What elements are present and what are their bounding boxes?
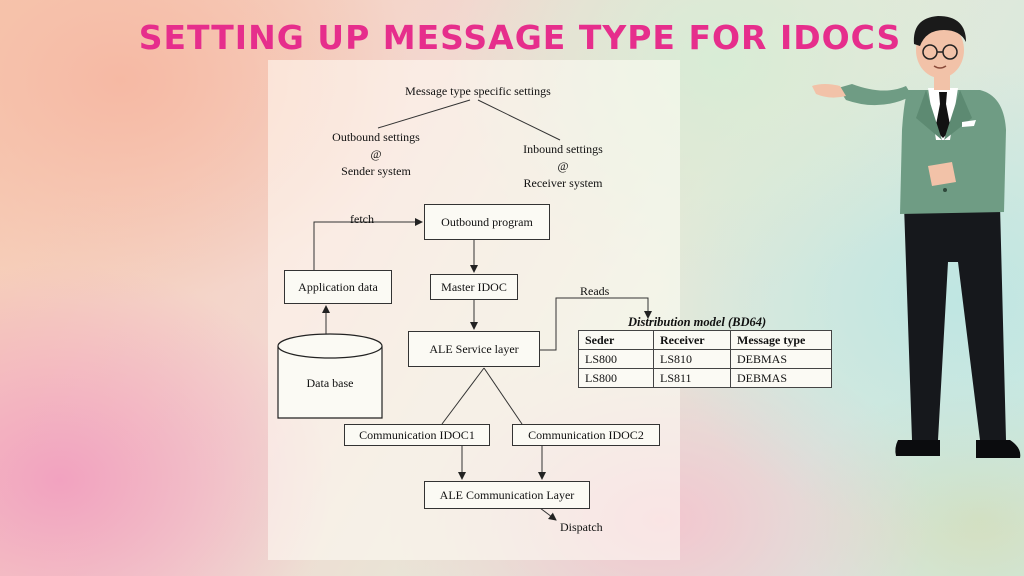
communication-idoc2-label: Communication IDOC2 bbox=[528, 427, 644, 442]
ale-communication-layer-label: ALE Communication Layer bbox=[439, 487, 575, 502]
root-label: Message type specific settings bbox=[405, 84, 551, 98]
application-data-label: Application data bbox=[298, 279, 378, 294]
ale-service-layer-label: ALE Service layer bbox=[429, 341, 519, 356]
application-data-box: Application data bbox=[284, 270, 392, 304]
inbound-settings-line3: Receiver system bbox=[523, 176, 603, 190]
outbound-settings-line3: Sender system bbox=[341, 164, 411, 178]
inbound-settings-line1: Inbound settings bbox=[523, 142, 603, 156]
distribution-model-table: Seder Receiver Message type LS800 LS810 … bbox=[578, 330, 832, 388]
communication-idoc1-box: Communication IDOC1 bbox=[344, 424, 490, 446]
ale-communication-layer-box: ALE Communication Layer bbox=[424, 481, 590, 509]
outbound-settings-line1: Outbound settings bbox=[332, 130, 420, 144]
dispatch-arrow bbox=[539, 507, 557, 521]
ale-service-layer-box: ALE Service layer bbox=[408, 331, 540, 367]
table-cell: LS800 bbox=[578, 368, 654, 388]
table-row: LS800 LS811 DEBMAS bbox=[578, 368, 832, 388]
master-idoc-box: Master IDOC bbox=[430, 274, 518, 300]
branch-line-inbound bbox=[477, 99, 561, 141]
database-cylinder bbox=[277, 333, 383, 419]
database-label: Data base bbox=[306, 376, 354, 390]
outbound-program-box: Outbound program bbox=[424, 204, 550, 240]
dispatch-label: Dispatch bbox=[560, 520, 603, 534]
page-title: SETTING UP MESSAGE TYPE FOR IDOCS bbox=[138, 18, 902, 57]
inbound-settings-line2: @ bbox=[557, 159, 569, 173]
fetch-label: fetch bbox=[350, 212, 374, 226]
split-line-left bbox=[441, 367, 485, 425]
reads-arrow bbox=[540, 297, 652, 351]
reads-label: Reads bbox=[580, 284, 610, 298]
communication-idoc1-label: Communication IDOC1 bbox=[359, 427, 475, 442]
master-idoc-label: Master IDOC bbox=[441, 279, 507, 294]
communication-idoc2-box: Communication IDOC2 bbox=[512, 424, 660, 446]
outbound-settings-line2: @ bbox=[370, 147, 382, 161]
branch-line-outbound bbox=[377, 99, 471, 129]
outbound-program-label: Outbound program bbox=[441, 214, 533, 229]
fetch-arrow bbox=[313, 218, 423, 270]
distribution-model-title: Distribution model (BD64) bbox=[628, 315, 767, 329]
table-cell: LS811 bbox=[653, 368, 731, 388]
table-row: LS800 LS810 DEBMAS bbox=[578, 349, 832, 369]
table-cell: DEBMAS bbox=[730, 368, 832, 388]
split-line-right bbox=[483, 367, 523, 425]
